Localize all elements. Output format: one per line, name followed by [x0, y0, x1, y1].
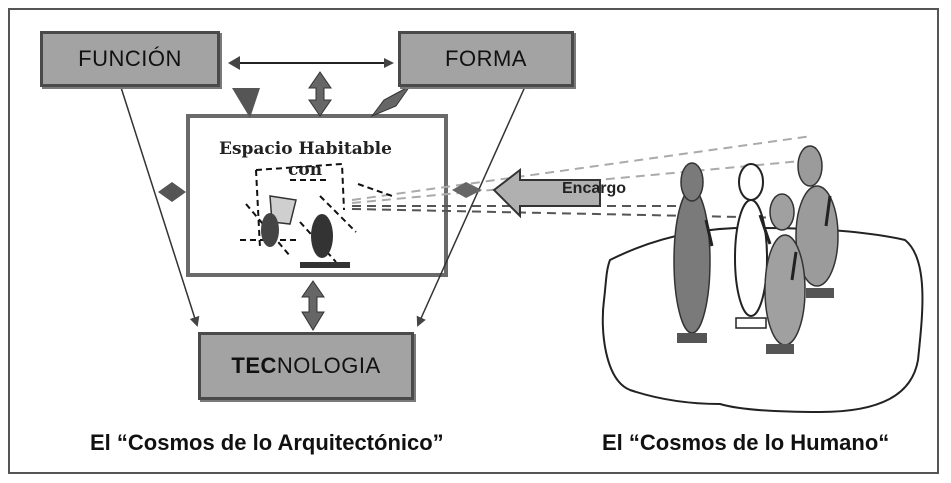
- bottom-double-arrow: [301, 280, 325, 331]
- figure-1-body: [673, 188, 711, 334]
- figure-2-head: [738, 163, 764, 201]
- funcion-corner-arrow: [232, 88, 260, 118]
- forma-box: FORMA: [398, 31, 574, 87]
- sketch-person-1: [261, 213, 279, 247]
- forma-tecnologia-arrow: [416, 78, 530, 327]
- con-label: con: [288, 160, 323, 180]
- encargo-arrow: [492, 167, 601, 219]
- caption-arquitectonico: El “Cosmos de lo Arquitectónico”: [90, 430, 444, 455]
- top-double-arrow: [308, 71, 332, 117]
- tecnologia-label: TECNOLOGIA: [231, 353, 380, 379]
- figure-1-base: [677, 333, 707, 343]
- sight-line-4: [351, 208, 791, 219]
- forma-corner-arrow: [370, 85, 411, 118]
- figure-4-base: [766, 344, 794, 354]
- funcion-forma-arrow-tail: [228, 56, 240, 70]
- tecnologia-label-bold: TEC: [231, 353, 277, 378]
- funcion-box: FUNCIÓN: [40, 31, 220, 87]
- tecnologia-box: TECNOLOGIA: [198, 332, 414, 400]
- figure-4-head: [769, 193, 795, 231]
- encargo-diamond-marker: [452, 182, 482, 198]
- figure-3-base: [806, 288, 834, 298]
- sight-line-1: [351, 135, 813, 201]
- funcion-tecnologia-arrow: [115, 76, 200, 327]
- tecnologia-label-rest: NOLOGIA: [276, 353, 381, 378]
- figure-1-head: [680, 162, 704, 202]
- sketch-person-2: [311, 214, 333, 258]
- sketch-base: [300, 262, 350, 268]
- forma-label: FORMA: [445, 46, 527, 71]
- encargo-label: Encargo: [562, 180, 627, 197]
- caption-humano: El “Cosmos de lo Humano“: [602, 430, 890, 455]
- left-diamond-marker: [158, 182, 186, 202]
- figure-2-base: [735, 317, 767, 329]
- espacio-habitable-label: Espacio Habitable: [219, 139, 392, 159]
- figure-3-head: [797, 145, 823, 187]
- funcion-label: FUNCIÓN: [78, 46, 182, 71]
- figure-4-body: [764, 234, 806, 346]
- diagram-frame: [8, 8, 939, 474]
